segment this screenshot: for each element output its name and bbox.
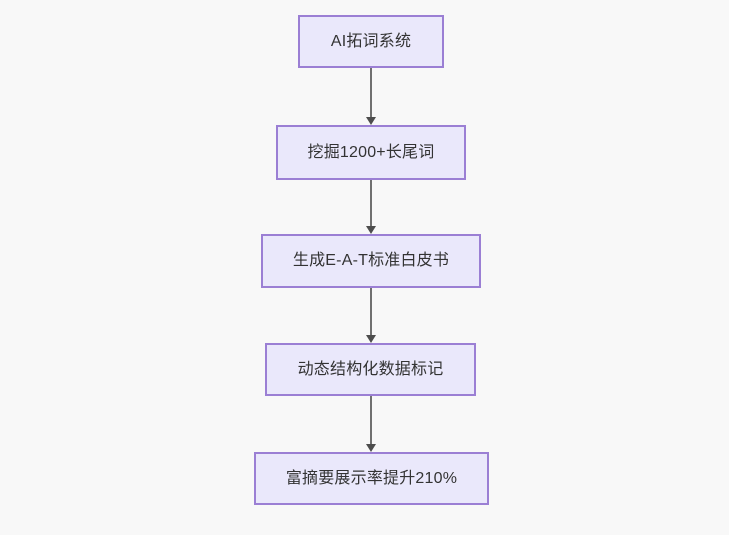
arrowhead-icon: [366, 335, 376, 343]
arrowhead-icon: [366, 226, 376, 234]
flow-node-generate-eat-whitepaper[interactable]: 生成E-A-T标准白皮书: [261, 234, 481, 288]
flow-node-label: AI拓词系统: [330, 32, 412, 50]
flow-edge-line: [370, 288, 372, 336]
flow-edge-line: [370, 180, 372, 227]
flow-node-label: 生成E-A-T标准白皮书: [292, 252, 450, 270]
flow-node-label: 动态结构化数据标记: [297, 360, 444, 378]
arrowhead-icon: [366, 444, 376, 452]
flow-node-mine-longtail-keywords[interactable]: 挖掘1200+长尾词: [276, 125, 466, 180]
flow-edge-line: [370, 396, 372, 445]
flow-node-dynamic-structured-data-markup[interactable]: 动态结构化数据标记: [265, 343, 476, 396]
flow-node-ai-keyword-system[interactable]: AI拓词系统: [298, 15, 444, 68]
flow-node-rich-snippet-impression-lift[interactable]: 富摘要展示率提升210%: [254, 452, 489, 505]
arrowhead-icon: [366, 117, 376, 125]
flow-edge-line: [370, 68, 372, 118]
flow-node-label: 挖掘1200+长尾词: [307, 143, 435, 161]
flow-node-label: 富摘要展示率提升210%: [285, 469, 458, 487]
